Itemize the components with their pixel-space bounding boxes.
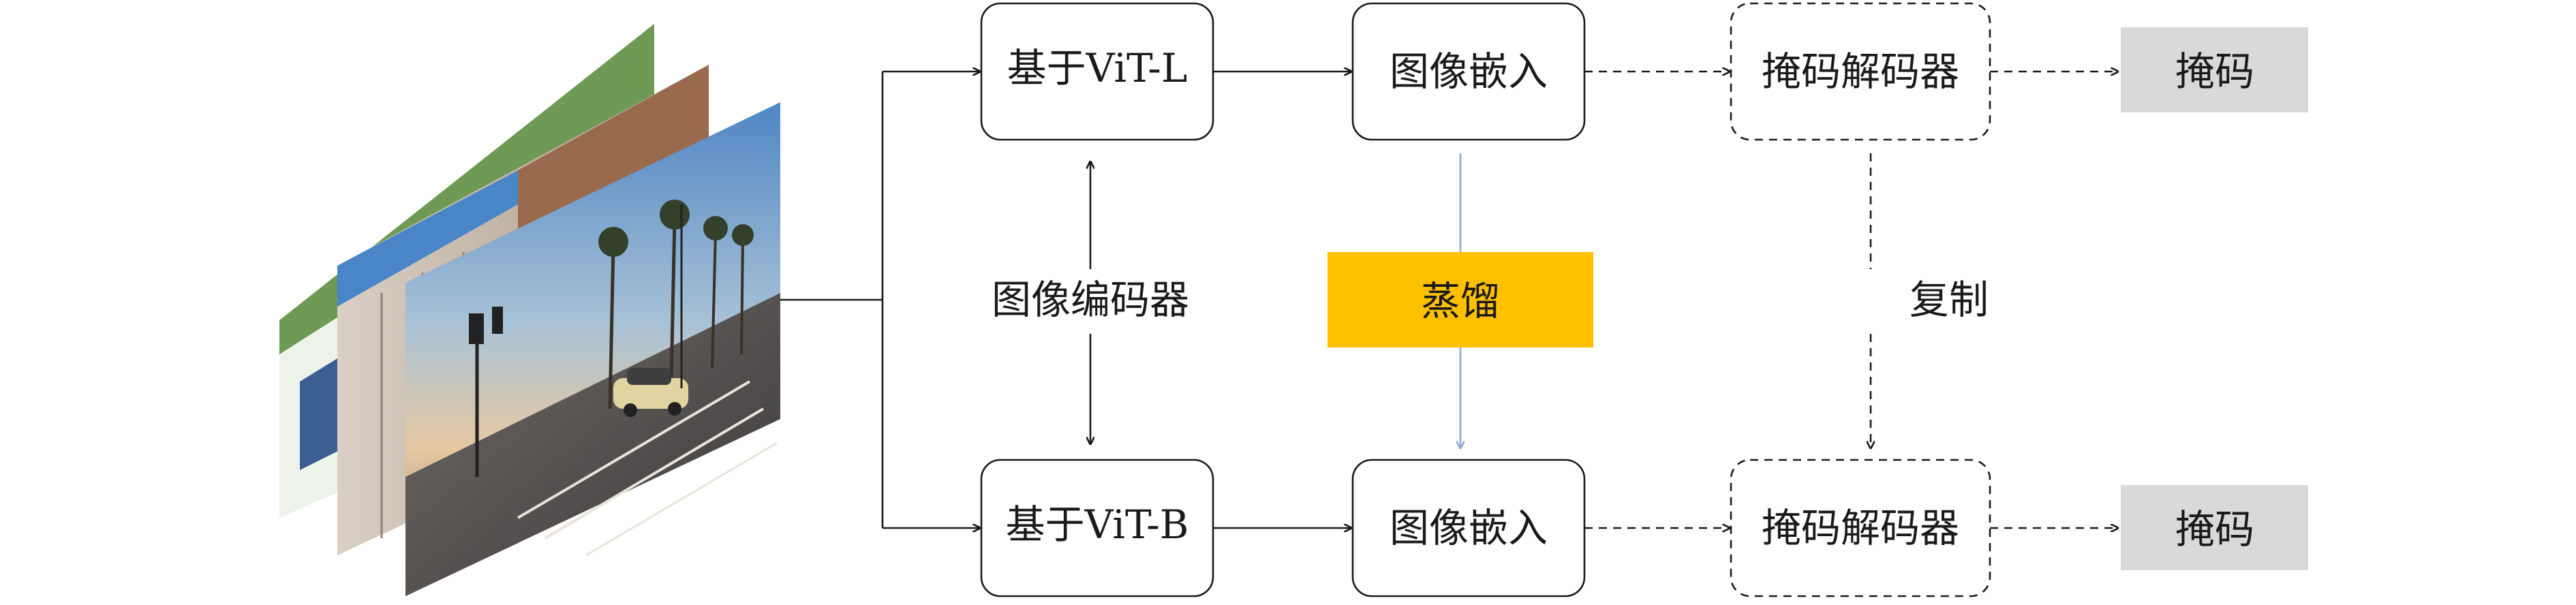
embedding-bottom-label: 图像嵌入	[1390, 505, 1548, 551]
decoder-bottom-box	[1730, 459, 1991, 598]
encoder-vit-b-label: 基于ViT-B	[1006, 501, 1189, 548]
input-image-stack	[279, 24, 780, 596]
encoder-to-embedding-arrows	[1213, 72, 1351, 528]
decoder-bottom-label: 掩码解码器	[1762, 505, 1959, 551]
encoder-vit-l-label: 基于ViT-L	[1007, 45, 1188, 91]
decoder-top-label: 掩码解码器	[1762, 48, 1959, 95]
distillation-box	[1328, 252, 1593, 347]
distillation-label: 蒸馏	[1421, 278, 1500, 324]
image-encoder-label: 图像编码器	[992, 277, 1189, 323]
mask-output-bottom	[2121, 485, 2308, 570]
input-connectors	[780, 72, 980, 528]
input-image-front	[405, 102, 780, 596]
mask-output-top	[2121, 27, 2308, 112]
mask-output-bottom-label: 掩码	[2175, 506, 2254, 553]
decoder-to-mask-arrows	[1990, 72, 2118, 528]
decoder-top-box	[1730, 2, 1991, 141]
embedding-top-label: 图像嵌入	[1390, 48, 1548, 95]
embedding-to-decoder-arrows	[1584, 72, 1730, 528]
copy-label: 复制	[1910, 277, 1989, 323]
mask-output-top-label: 掩码	[2175, 48, 2254, 95]
